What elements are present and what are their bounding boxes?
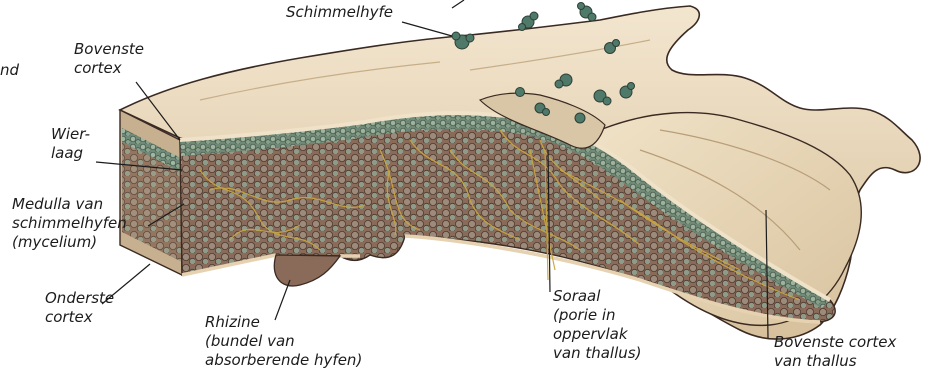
- label-schimmelhyfe-text: Schimmelhyfe: [286, 3, 393, 22]
- label-medulla-line-2: schimmelhyfen: [12, 214, 127, 233]
- label-wierlaag-line-2: laag: [51, 144, 90, 163]
- label-bovenste-cortex-thallus-line-2: van thallus: [774, 352, 896, 371]
- soredium-3: [578, 3, 597, 22]
- soredium-10: [516, 88, 525, 97]
- label-soraal-line-3: oppervlak: [553, 325, 641, 344]
- label-rhizine-line-3: absorberende hyfen): [205, 351, 362, 370]
- label-soraal: Soraal (porie in oppervlak van thallus): [553, 287, 641, 363]
- label-rhizine-line-2: (bundel van: [205, 332, 362, 351]
- label-medulla-line-1: Medulla van: [12, 195, 127, 214]
- label-schimmelhyfe: Schimmelhyfe: [286, 3, 393, 22]
- label-cut-left-text: nd: [0, 61, 19, 80]
- label-bovenste-cortex-thallus: Bovenste cortex van thallus: [774, 333, 896, 371]
- label-soraal-line-2: (porie in: [553, 306, 641, 325]
- soredium-9: [575, 113, 585, 123]
- label-wierlaag: Wier- laag: [51, 125, 90, 163]
- label-onderste-cortex-line-2: cortex: [45, 308, 114, 327]
- label-rhizine-line-1: Rhizine: [205, 313, 362, 332]
- label-bovenste-cortex-line-1: Bovenste: [74, 40, 144, 59]
- label-rhizine: Rhizine (bundel van absorberende hyfen): [205, 313, 362, 370]
- leader-schimmelhyfe: [402, 22, 452, 36]
- label-bovenste-cortex: Bovenste cortex: [74, 40, 144, 78]
- label-onderste-cortex-line-1: Onderste: [45, 289, 114, 308]
- rhizine: [274, 255, 340, 286]
- label-medulla: Medulla van schimmelhyfen (mycelium): [12, 195, 127, 252]
- label-medulla-line-3: (mycelium): [12, 233, 127, 252]
- label-cut-left: nd: [0, 61, 19, 80]
- label-soraal-line-1: Soraal: [553, 287, 641, 306]
- label-wierlaag-line-1: Wier-: [51, 125, 90, 144]
- label-onderste-cortex: Onderste cortex: [45, 289, 114, 327]
- label-soraal-line-4: van thallus): [553, 344, 641, 363]
- leader-schimmelhyfe-2: [452, 0, 464, 8]
- label-bovenste-cortex-thallus-line-1: Bovenste cortex: [774, 333, 896, 352]
- label-bovenste-cortex-line-2: cortex: [74, 59, 144, 78]
